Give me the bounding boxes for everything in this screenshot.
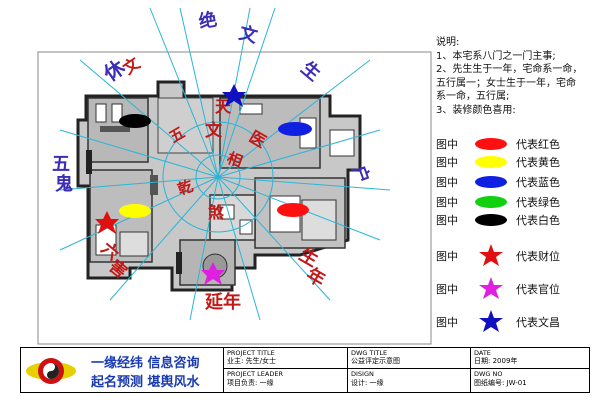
label-sha: 煞 bbox=[208, 203, 225, 222]
project-title-label: PROJECT TITLE bbox=[227, 349, 275, 357]
date-label: DATE bbox=[474, 349, 491, 357]
legend-item-blue: 图中 代表蓝色 bbox=[436, 174, 560, 190]
red-ellipse-icon bbox=[470, 136, 512, 152]
legend-prefix: 图中 bbox=[436, 316, 458, 329]
notes: 说明: 1、本宅系八门之一门主事; 2、先生生于一年，宅命系一命， 五行属一；女… bbox=[436, 36, 596, 117]
divider bbox=[470, 348, 471, 392]
black-ellipse-marker bbox=[119, 114, 151, 128]
notes-line: 1、本宅系八门之一门主事; bbox=[436, 50, 556, 62]
label-wu-left: 五 bbox=[52, 154, 70, 175]
notes-line: 五行属一；女士生于一年，宅命 bbox=[436, 77, 576, 89]
dwg-no-label: DWG NO bbox=[474, 370, 503, 378]
blue-ellipse-icon bbox=[470, 174, 512, 190]
magenta-star-marker bbox=[201, 262, 225, 285]
divider bbox=[223, 368, 589, 369]
design-value: 设计: 一缘 bbox=[351, 379, 384, 387]
label-qian: 乾 bbox=[175, 177, 195, 199]
legend-prefix: 图中 bbox=[436, 250, 458, 263]
label-xiang: 相 bbox=[225, 149, 245, 171]
black-ellipse-icon bbox=[470, 212, 512, 228]
legend-prefix: 图中 bbox=[436, 214, 458, 227]
project-title-value: 业主: 先生/女士 bbox=[227, 357, 276, 365]
plan-markers bbox=[95, 84, 312, 285]
legend-item-wenchang: 图中 代表文昌 bbox=[436, 310, 560, 332]
legend-label: 代表红色 bbox=[516, 138, 560, 151]
yellow-ellipse-icon bbox=[470, 154, 512, 170]
notes-line: 2、先生生于一年，宅命系一命， bbox=[436, 64, 583, 75]
drawing-frame bbox=[37, 51, 432, 345]
label-yannian: 延年 bbox=[204, 291, 241, 313]
logo bbox=[25, 351, 77, 391]
label-sheng: 生 bbox=[297, 57, 325, 85]
label-jue: 绝 bbox=[197, 8, 219, 33]
legend-item-wealth: 图中 代表财位 bbox=[436, 244, 560, 266]
slogan-line-1: 一缘经纬 信息咨询 bbox=[91, 356, 200, 371]
yellow-ellipse-marker bbox=[119, 204, 151, 218]
legend-panel: 说明: 1、本宅系八门之一门主事; 2、先生生于一年，宅命系一命， 五行属一；女… bbox=[436, 36, 596, 332]
legend-prefix: 图中 bbox=[436, 196, 458, 209]
blue-star-marker bbox=[222, 84, 246, 107]
red-star-marker bbox=[95, 211, 119, 234]
dwg-no-value: 图纸编号: JW-01 bbox=[474, 379, 527, 387]
red-star-icon bbox=[470, 244, 512, 266]
slogan-line-2: 起名预测 堪舆风水 bbox=[91, 375, 200, 390]
dwg-title-value: 公益评定示意图 bbox=[351, 357, 400, 365]
legend-label: 代表文昌 bbox=[516, 316, 560, 329]
label-wen-right: 文 bbox=[237, 22, 261, 48]
date-value: 日期: 2009年 bbox=[474, 357, 518, 365]
legend-item-red: 图中 代表红色 bbox=[436, 136, 560, 152]
legend-label: 代表白色 bbox=[516, 214, 560, 227]
legend-prefix: 图中 bbox=[436, 283, 458, 296]
legend-label: 代表官位 bbox=[516, 283, 560, 296]
legend-prefix: 图中 bbox=[436, 156, 458, 169]
divider bbox=[347, 348, 348, 392]
legend-label: 代表蓝色 bbox=[516, 176, 560, 189]
blue-star-icon bbox=[470, 310, 512, 332]
legend-item-yellow: 图中 代表黄色 bbox=[436, 154, 560, 170]
legend-prefix: 图中 bbox=[436, 138, 458, 151]
notes-heading: 说明: bbox=[436, 37, 460, 48]
dwg-title-label: DWG TITLE bbox=[351, 349, 388, 357]
legend-label: 代表财位 bbox=[516, 250, 560, 263]
legend-item-white: 图中 代表白色 bbox=[436, 212, 560, 228]
legend-label: 代表黄色 bbox=[516, 156, 560, 169]
magenta-star-icon bbox=[470, 277, 512, 299]
project-leader-label: PROJECT LEADER bbox=[227, 370, 283, 378]
legend-prefix: 图中 bbox=[436, 176, 458, 189]
legend-item-green: 图中 代表绿色 bbox=[436, 194, 560, 210]
label-wen-center: 文 bbox=[205, 120, 223, 141]
green-ellipse-icon bbox=[470, 194, 512, 210]
title-block: 一缘经纬 信息咨询 起名预测 堪舆风水 PROJECT TITLE 业主: 先生… bbox=[20, 347, 590, 393]
legend-item-official: 图中 代表官位 bbox=[436, 277, 560, 299]
blue-ellipse-marker bbox=[278, 122, 312, 136]
label-gui: 鬼 bbox=[55, 173, 73, 195]
notes-line: 系一命，五行属; bbox=[436, 91, 510, 102]
legend-label: 代表绿色 bbox=[516, 196, 560, 209]
design-label: DISIGN bbox=[351, 370, 374, 378]
bagua-grid bbox=[59, 7, 391, 321]
project-leader-value: 项目负责: 一缘 bbox=[227, 379, 274, 387]
red-ellipse-marker bbox=[277, 203, 309, 217]
divider bbox=[223, 348, 224, 392]
notes-line: 3、装修颜色喜用: bbox=[436, 104, 516, 116]
